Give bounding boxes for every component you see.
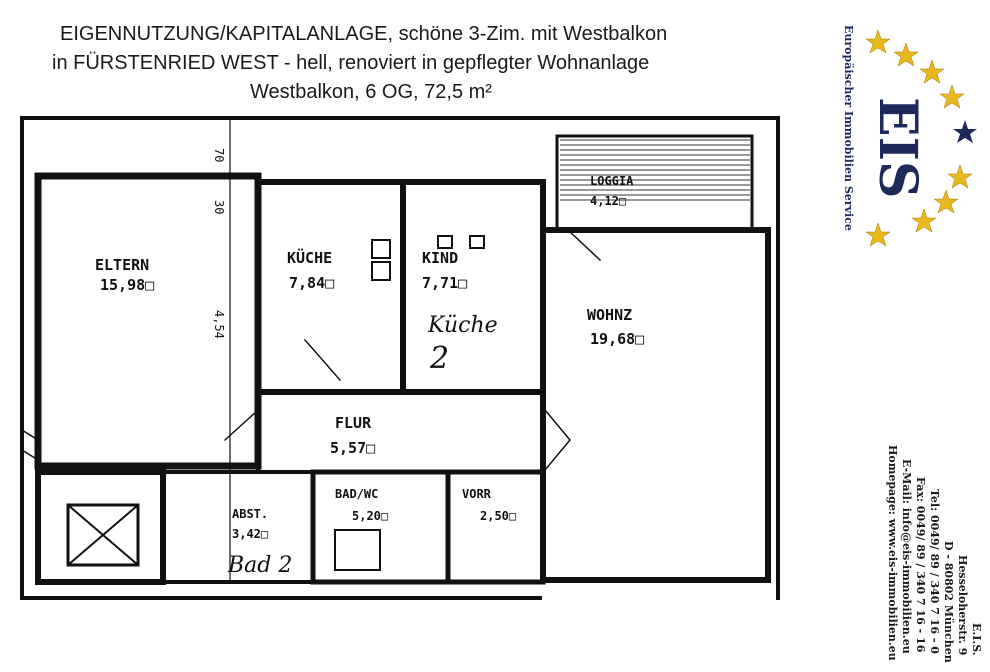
contact-fax: Fax: 0049/ 89 / 340 7 16 - 16 — [914, 477, 927, 653]
note-kueche-2: Küche — [427, 313, 498, 338]
logo-stars — [865, 29, 973, 247]
room-name-bad: BAD/WC — [335, 487, 378, 501]
logo-acronym: EIS — [867, 97, 928, 199]
room-area-loggia: 4,12□ — [590, 194, 626, 208]
room-area-kind: 7,71□ — [422, 274, 467, 292]
listing-title-line-3: Westbalkon, 6 OG, 72,5 m² — [250, 81, 492, 103]
listing-title-line-2: in FÜRSTENRIED WEST - hell, renoviert in… — [52, 52, 650, 74]
window-ticks — [20, 428, 40, 462]
contact-street: Hesseloherstr. 9 — [956, 555, 969, 655]
room-name-loggia: LOGGIA — [590, 174, 634, 188]
room-name-eltern: ELTERN — [95, 256, 149, 274]
wall-loggia — [555, 134, 754, 232]
contact-city: D - 80802 München — [942, 541, 955, 663]
dimension-label-3: 30 — [212, 200, 226, 214]
room-area-bad: 5,20□ — [352, 509, 388, 523]
fixture-icon-2 — [469, 235, 485, 249]
room-area-flur: 5,57□ — [330, 439, 375, 457]
contact-web: Homepage: www.eis-immobilien.eu — [886, 445, 899, 661]
room-name-kind: KIND — [422, 249, 458, 267]
door-loggia — [566, 228, 602, 262]
room-area-vorr: 2,50□ — [480, 509, 516, 523]
bathtub-icon — [334, 529, 381, 571]
outer-wall-left — [20, 116, 542, 600]
wall-vorr — [445, 469, 546, 585]
room-name-wohnz: WOHNZ — [587, 306, 632, 324]
room-name-abst: ABST. — [232, 507, 268, 521]
elevator-cross — [66, 503, 140, 567]
room-area-eltern: 15,98□ — [100, 276, 154, 294]
eis-logo: Europäischer Immobilien Service EIS — [842, 25, 977, 247]
room-name-vorr: VORR — [462, 487, 492, 501]
room-name-kueche: KÜCHE — [287, 248, 332, 267]
contact-email: E-Mail: info@eis-immobilien.eu — [900, 459, 913, 654]
room-name-flur: FLUR — [335, 414, 372, 432]
listing-title-line-1: EIGENNUTZUNG/KAPITALANLAGE, schöne 3-Zim… — [60, 23, 668, 45]
room-area-wohnz: 19,68□ — [590, 330, 644, 348]
door-kueche — [303, 338, 342, 382]
wall-flur — [256, 390, 545, 474]
elevator-shaft — [66, 503, 140, 567]
logo-tagline: Europäischer Immobilien Service — [842, 25, 855, 231]
contact-tel: Tel: 0049/ 89 / 340 7 16 - 0 — [928, 489, 941, 654]
floor-plan: ELTERN 15,98□ KÜCHE 7,84□ KIND 7,71□ LOG… — [20, 116, 780, 600]
note-bad-2: Bad 2 — [227, 553, 292, 578]
fixture-icon — [437, 235, 453, 249]
contact-block: E.I.S. Hesseloherstr. 9 D - 80802 Münche… — [886, 445, 983, 663]
dimension-label-1: 4,54 — [212, 310, 226, 339]
logo-blue-star — [953, 120, 977, 143]
contact-company: E.I.S. — [970, 623, 983, 656]
outer-wall-top — [20, 116, 780, 600]
stove-icon — [371, 239, 391, 259]
loggia-hatch — [560, 139, 750, 201]
room-area-kueche: 7,84□ — [289, 274, 334, 292]
wall-wohnz — [540, 227, 771, 583]
dimension-label-2: 70 — [212, 148, 226, 162]
note-kueche-2-number: 2 — [429, 341, 449, 376]
sink-icon — [371, 261, 391, 281]
room-area-abst: 3,42□ — [232, 527, 268, 541]
door-wohnz — [543, 408, 571, 472]
door-eltern — [223, 408, 260, 442]
